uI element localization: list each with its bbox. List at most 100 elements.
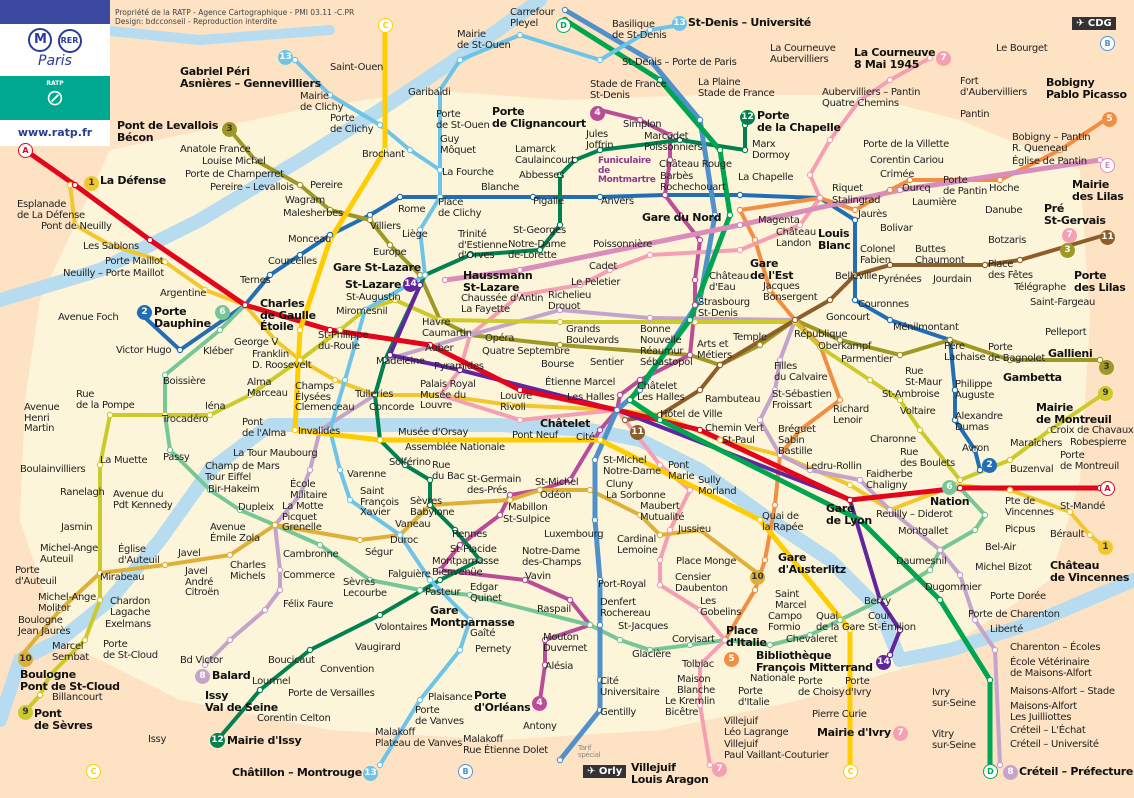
station-dot[interactable] <box>296 491 304 499</box>
station-label[interactable]: Mouton Duvernet <box>543 632 588 654</box>
line-badge-7[interactable]: 7 <box>712 762 727 777</box>
station-label[interactable]: Duroc <box>390 535 419 546</box>
station-dot[interactable] <box>816 343 824 351</box>
station-label[interactable]: Marcadet Poissonniers <box>644 131 703 153</box>
station-dot[interactable] <box>516 416 524 424</box>
station-label[interactable]: Le Peletier <box>571 277 621 288</box>
station-label[interactable]: Porte des Lilas <box>1074 269 1126 294</box>
station-label[interactable]: Liège <box>402 229 428 240</box>
line-badge-7[interactable]: 7 <box>893 726 908 741</box>
station-dot[interactable] <box>896 186 904 194</box>
station-label[interactable]: Louis Blanc <box>818 227 851 252</box>
station-label[interactable]: Porte de la Chapelle <box>757 109 841 134</box>
line-badge-3[interactable]: 3 <box>222 122 237 137</box>
station-label[interactable]: Stalingrad <box>832 195 881 206</box>
station-label[interactable]: Volontaires <box>375 622 428 633</box>
station-dot[interactable] <box>776 356 784 364</box>
station-dot[interactable] <box>906 176 914 184</box>
station-dot[interactable] <box>466 251 474 259</box>
station-dot[interactable] <box>996 176 1004 184</box>
station-dot[interactable] <box>466 331 474 339</box>
station-label[interactable]: Argentine <box>160 288 207 299</box>
station-label[interactable]: Glacière <box>632 649 671 660</box>
station-label[interactable]: Châtelet <box>540 417 591 430</box>
station-dot[interactable] <box>346 496 354 504</box>
station-label[interactable]: Bd Victor <box>180 655 223 666</box>
station-dot[interactable] <box>621 416 629 424</box>
station-dot[interactable] <box>96 461 104 469</box>
station-label[interactable]: Chardon Lagache <box>110 596 151 618</box>
station-dot[interactable] <box>596 146 604 154</box>
station-label[interactable]: Pigalle <box>533 196 564 207</box>
station-dot[interactable] <box>736 206 744 214</box>
station-label[interactable]: Gare de Lyon <box>826 502 872 527</box>
station-label[interactable]: Église de Pantin <box>1012 156 1087 167</box>
line-badge-2[interactable]: 2 <box>137 305 152 320</box>
station-dot[interactable] <box>376 121 384 129</box>
station-dot[interactable] <box>541 636 549 644</box>
station-dot[interactable] <box>506 401 514 409</box>
station-label[interactable]: Basilique de St-Denis <box>612 19 667 41</box>
station-label[interactable]: Grands Boulevards <box>566 324 619 346</box>
station-dot[interactable] <box>586 621 594 629</box>
station-dot[interactable] <box>426 476 434 484</box>
station-dot[interactable] <box>436 316 444 324</box>
station-label[interactable]: Gare St-Lazare <box>333 261 421 274</box>
line-badge-10[interactable]: 10 <box>750 570 765 585</box>
station-label[interactable]: Quatre Septembre <box>482 346 570 357</box>
station-dot[interactable] <box>996 761 1004 769</box>
station-dot[interactable] <box>591 456 599 464</box>
station-dot[interactable] <box>381 356 389 364</box>
station-label[interactable]: Richard Lenoir <box>833 404 869 426</box>
station-label[interactable]: Gambetta <box>1003 371 1062 384</box>
station-label[interactable]: Villiers <box>370 221 401 232</box>
station-label[interactable]: St-Sébastien Froissart <box>772 389 832 411</box>
station-label[interactable]: Avron <box>962 443 990 454</box>
station-dot[interactable] <box>836 396 844 404</box>
station-label[interactable]: Cité <box>576 432 595 443</box>
station-dot[interactable] <box>416 586 424 594</box>
station-label[interactable]: Pernety <box>475 644 511 655</box>
station-label[interactable]: Danube <box>985 205 1023 216</box>
station-label[interactable]: Quai de la Rapée <box>762 511 804 533</box>
station-label[interactable]: Aubervilliers – Pantin Quatre Chemins <box>822 87 921 109</box>
station-dot[interactable] <box>96 569 104 577</box>
station-dot[interactable] <box>1006 456 1014 464</box>
station-label[interactable]: Kléber <box>203 346 234 357</box>
station-dot[interactable] <box>886 76 894 84</box>
station-dot[interactable] <box>436 391 444 399</box>
station-dot[interactable] <box>766 286 774 294</box>
station-dot[interactable] <box>886 186 894 194</box>
station-dot[interactable] <box>756 341 764 349</box>
station-label[interactable]: Père Lachaise <box>944 341 986 363</box>
station-dot[interactable] <box>56 606 64 614</box>
station-dot[interactable] <box>721 636 729 644</box>
station-label[interactable]: Denfert Rochereau <box>600 597 651 619</box>
station-dot[interactable] <box>521 576 529 584</box>
station-label[interactable]: Charles Michels <box>230 560 266 582</box>
station-label[interactable]: Trinité d'Estienne d'Orves <box>458 229 508 261</box>
station-label[interactable]: Corentin Cariou <box>870 155 944 166</box>
station-dot[interactable] <box>736 246 744 254</box>
station-label[interactable]: Gabriel Péri Asnières – Gennevilliers <box>180 65 321 90</box>
station-label[interactable]: Pont Marie <box>668 460 695 482</box>
station-dot[interactable] <box>261 606 269 614</box>
station-dot[interactable] <box>856 96 864 104</box>
station-label[interactable]: Brochant <box>362 149 405 160</box>
station-label[interactable]: Vavin <box>525 571 551 582</box>
station-label[interactable]: Notre-Dame des-Champs <box>522 546 582 568</box>
station-label[interactable]: Pont de l'Alma <box>242 417 286 439</box>
station-dot[interactable] <box>896 396 904 404</box>
station-dot[interactable] <box>626 396 634 404</box>
station-dot[interactable] <box>536 486 544 494</box>
station-dot[interactable] <box>1066 508 1074 516</box>
station-label[interactable]: Picpus <box>1005 524 1036 535</box>
station-dot[interactable] <box>241 301 249 309</box>
station-dot[interactable] <box>326 426 334 434</box>
station-label[interactable]: Porte d'Ivry <box>845 676 872 698</box>
rer-badge-C[interactable]: C <box>378 18 393 33</box>
station-dot[interactable] <box>646 56 654 64</box>
station-dot[interactable] <box>316 426 324 434</box>
station-dot[interactable] <box>596 426 604 434</box>
station-label[interactable]: Rennes <box>452 529 487 540</box>
